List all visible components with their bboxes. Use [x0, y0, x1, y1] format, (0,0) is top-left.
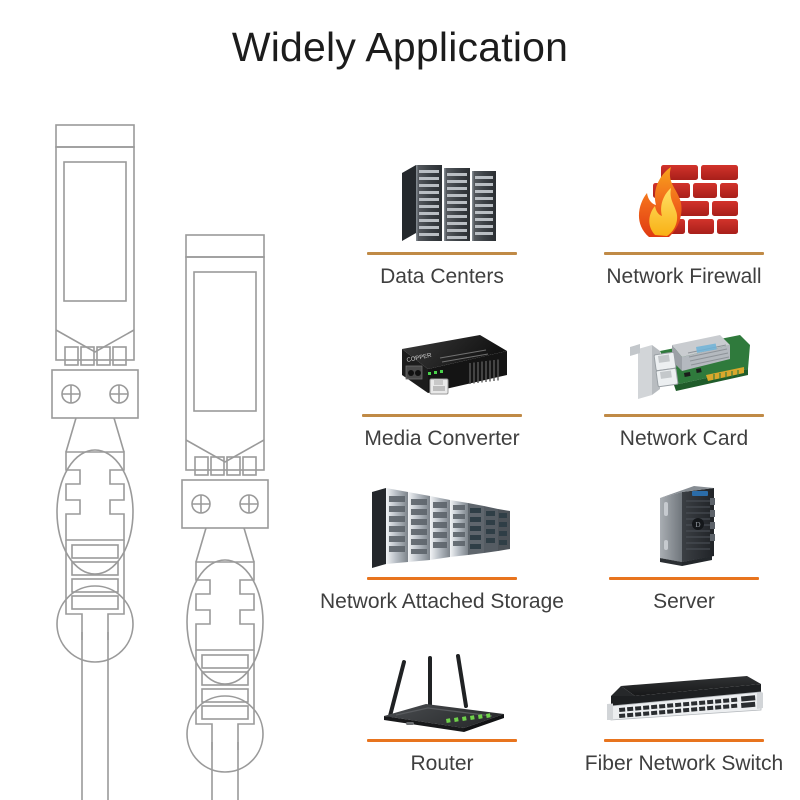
app-divider: [366, 251, 517, 255]
cable-illustration: [0, 0, 320, 800]
tower-server-icon: D: [636, 484, 732, 570]
application-label: Data Centers: [380, 264, 504, 288]
app-divider: [603, 251, 764, 255]
storage-array-icon: [360, 484, 524, 570]
app-divider: [603, 739, 764, 742]
application-item-network-firewall[interactable]: Network Firewall: [568, 128, 800, 291]
application-label: Media Converter: [364, 427, 520, 450]
application-item-network-attached-storage[interactable]: Network Attached Storage: [320, 453, 564, 616]
application-label: Router: [410, 752, 474, 775]
application-label: Server: [653, 589, 715, 613]
sfp-connector-right: [181, 234, 269, 800]
rackmount-switch-icon: [603, 646, 765, 732]
application-label: Network Attached Storage: [320, 589, 564, 613]
app-divider: [366, 739, 517, 742]
svg-text:D: D: [695, 521, 700, 529]
sfp-connector-left: [51, 124, 139, 800]
application-item-router[interactable]: Router: [320, 616, 564, 779]
application-item-data-centers[interactable]: Data Centers: [320, 128, 564, 291]
application-label: Network Card: [619, 427, 749, 450]
app-divider: [608, 576, 759, 580]
application-item-network-card[interactable]: Network Card: [568, 291, 800, 454]
application-label: Network Firewall: [606, 264, 762, 288]
application-label: Fiber Network Switch: [584, 752, 784, 775]
application-grid: Data Centers: [320, 128, 800, 778]
svg-text:COPPER: COPPER: [406, 353, 433, 364]
brick-wall-flame-icon: [625, 159, 743, 245]
page-title: Widely Application: [231, 24, 569, 70]
application-item-media-converter[interactable]: COPPER: [320, 291, 564, 454]
media-converter-box-icon: COPPER: [374, 321, 510, 407]
server-racks-icon: [382, 159, 502, 245]
app-divider: [366, 576, 517, 580]
application-item-server[interactable]: D Server: [568, 453, 800, 616]
pcie-network-card-icon: [614, 321, 754, 407]
wifi-router-icon: [368, 646, 516, 732]
application-item-fiber-network-switch[interactable]: Fiber Network Switch: [568, 616, 800, 779]
app-divider: [603, 414, 764, 417]
app-divider: [361, 414, 522, 417]
